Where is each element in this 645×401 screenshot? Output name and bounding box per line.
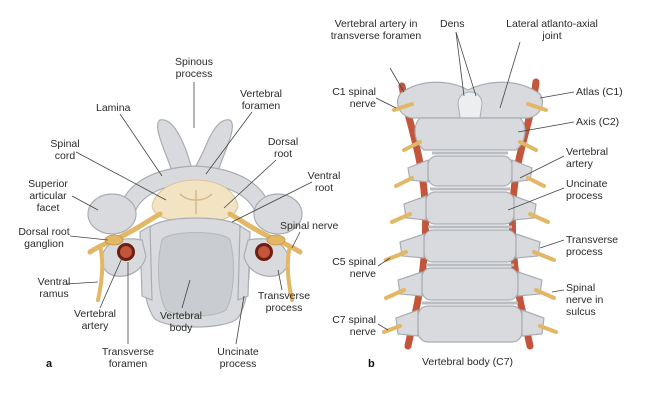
leader-vertebral-foramen (205, 111, 253, 175)
leader-dorsal-root (223, 159, 277, 209)
leader-lateral-aa-joint (499, 41, 521, 109)
leader-vertebral-artery-b (519, 155, 565, 179)
leader-atlas (539, 91, 575, 99)
cord-grey-matter (179, 190, 213, 214)
leader-axis (517, 121, 575, 133)
vertebral-artery-right (258, 246, 270, 258)
label-lamina: Lamina (96, 102, 131, 114)
label-dorsal-root-ganglion: Dorsal root ganglion (18, 226, 70, 250)
leader-uncinate-process-b (507, 187, 565, 211)
panel-b-letter: b (368, 358, 375, 370)
leader-dorsal-root-ganglion (69, 235, 109, 241)
leader-ventral-ramus (65, 281, 99, 285)
leader-vertebral-artery-a (99, 257, 123, 309)
label-lateral-aa-joint: Lateral atlanto-axial joint (506, 18, 598, 42)
intervertebral-discs (422, 151, 518, 305)
leader-c5-spinal-nerve (377, 257, 391, 267)
dorsal-root-ganglion-right (266, 234, 286, 246)
leader-spinal-cord (75, 151, 167, 201)
ventral-ramus-right (285, 244, 294, 302)
label-spinous-process: Spinous process (175, 56, 213, 80)
vertebral-body-inner (158, 232, 234, 317)
label-ventral-ramus: Ventral ramus (37, 276, 71, 300)
label-c1-spinal-nerve: C1 spinal nerve (332, 86, 376, 110)
panel-b-drawing (382, 78, 558, 350)
label-transverse-process-a: Transverse process (257, 290, 311, 314)
panel-a-letter: a (46, 358, 53, 370)
vertebral-artery-left (120, 246, 132, 258)
leader-dens-2 (455, 31, 477, 97)
label-spinal-cord: Spinal cord (50, 138, 80, 162)
label-vertebral-artery-a: Vertebral artery (73, 308, 117, 332)
label-c5-spinal-nerve: C5 spinal nerve (332, 256, 376, 280)
leader-lamina (119, 113, 163, 177)
leader-c1-spinal-nerve (375, 97, 397, 109)
label-superior-articular-facet: Superior articular facet (28, 178, 68, 214)
label-vertebral-body: Vertebral body (159, 310, 203, 334)
ventral-ramus-left (96, 244, 105, 302)
spinous-process-shape (156, 119, 234, 183)
left-articular-facet (87, 193, 137, 235)
label-vertebral-foramen: Vertebral foramen (239, 88, 283, 112)
label-uncinate-process-b: Uncinate process (566, 178, 608, 202)
label-spinal-nerve-a: Spinal nerve (280, 220, 339, 232)
label-c7-spinal-nerve: C7 spinal nerve (332, 314, 376, 338)
label-ventral-root: Ventral root (307, 170, 341, 194)
leader-vertebral-body (181, 279, 191, 309)
leader-c7-spinal-nerve (377, 323, 389, 331)
label-dens: Dens (440, 18, 465, 30)
leader-spinal-nerve-sulcus (551, 289, 565, 293)
panel-a-drawing (87, 119, 303, 328)
leader-spinal-nerve-a (291, 231, 301, 249)
axis-shape (414, 117, 526, 151)
leader-vertebral-artery-tf (389, 67, 405, 93)
leader-uncinate-process-a (235, 295, 245, 345)
label-vertebral-artery-tf: Vertebral artery in transverse foramen (330, 18, 422, 42)
leader-superior-articular-facet (71, 195, 99, 211)
label-transverse-foramen: Transverse foramen (101, 346, 155, 370)
leader-transverse-process-a (277, 269, 283, 291)
spinal-nerves-right (518, 102, 558, 334)
dens-shape (457, 91, 483, 119)
label-dorsal-root: Dorsal root (267, 136, 299, 160)
label-atlas: Atlas (C1) (576, 86, 623, 98)
label-axis: Axis (C2) (576, 116, 620, 128)
label-vertebral-artery-b: Vertebral artery (566, 146, 609, 170)
spinal-nerves-left (382, 102, 422, 334)
label-spinal-nerve-sulcus: Spinal nerve in sulcus (566, 282, 604, 318)
label-uncinate-process-a: Uncinate process (217, 346, 259, 370)
right-articular-facet (253, 193, 303, 235)
label-transverse-process-b: Transverse process (566, 234, 619, 258)
leader-transverse-process-b (539, 239, 565, 249)
leader-ventral-root (231, 181, 313, 223)
label-vertebral-body-c7: Vertebral body (C7) (422, 356, 514, 368)
leader-dens-1 (455, 31, 465, 97)
